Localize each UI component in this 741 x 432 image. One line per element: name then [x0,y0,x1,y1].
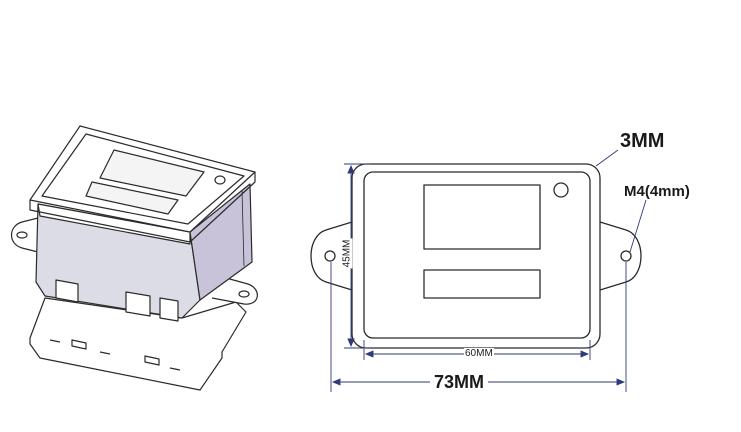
leader-thickness [595,149,619,167]
front-display-upper [423,184,541,250]
isometric-housing [10,125,258,391]
front-right-ear [599,221,642,291]
front-inner-bezel [363,171,591,339]
front-right-hole [620,250,632,262]
left-mounting-ear [10,217,39,253]
front-view [310,163,642,349]
front-left-ear [310,221,353,291]
front-led-hole [553,182,569,198]
iso-led-hole [214,175,226,185]
right-mounting-ear [211,277,258,305]
iso-display-window-lower [85,181,179,215]
dim-label-mount-hole: M4(4mm) [624,183,690,200]
leader-mount-hole [629,199,647,253]
dim-label-thickness: 3MM [620,130,665,152]
dim-label-inner-width: 60MM [464,348,494,359]
dim-label-height: 45MM [341,238,353,269]
bottom-cover-plate [29,297,247,391]
dim-label-total-width: 73MM [430,372,489,393]
housing-side-face [189,183,253,301]
front-left-hole [324,250,336,262]
front-outer-frame [351,163,601,349]
iso-display-window-upper [99,149,205,197]
front-display-lower [423,269,541,299]
